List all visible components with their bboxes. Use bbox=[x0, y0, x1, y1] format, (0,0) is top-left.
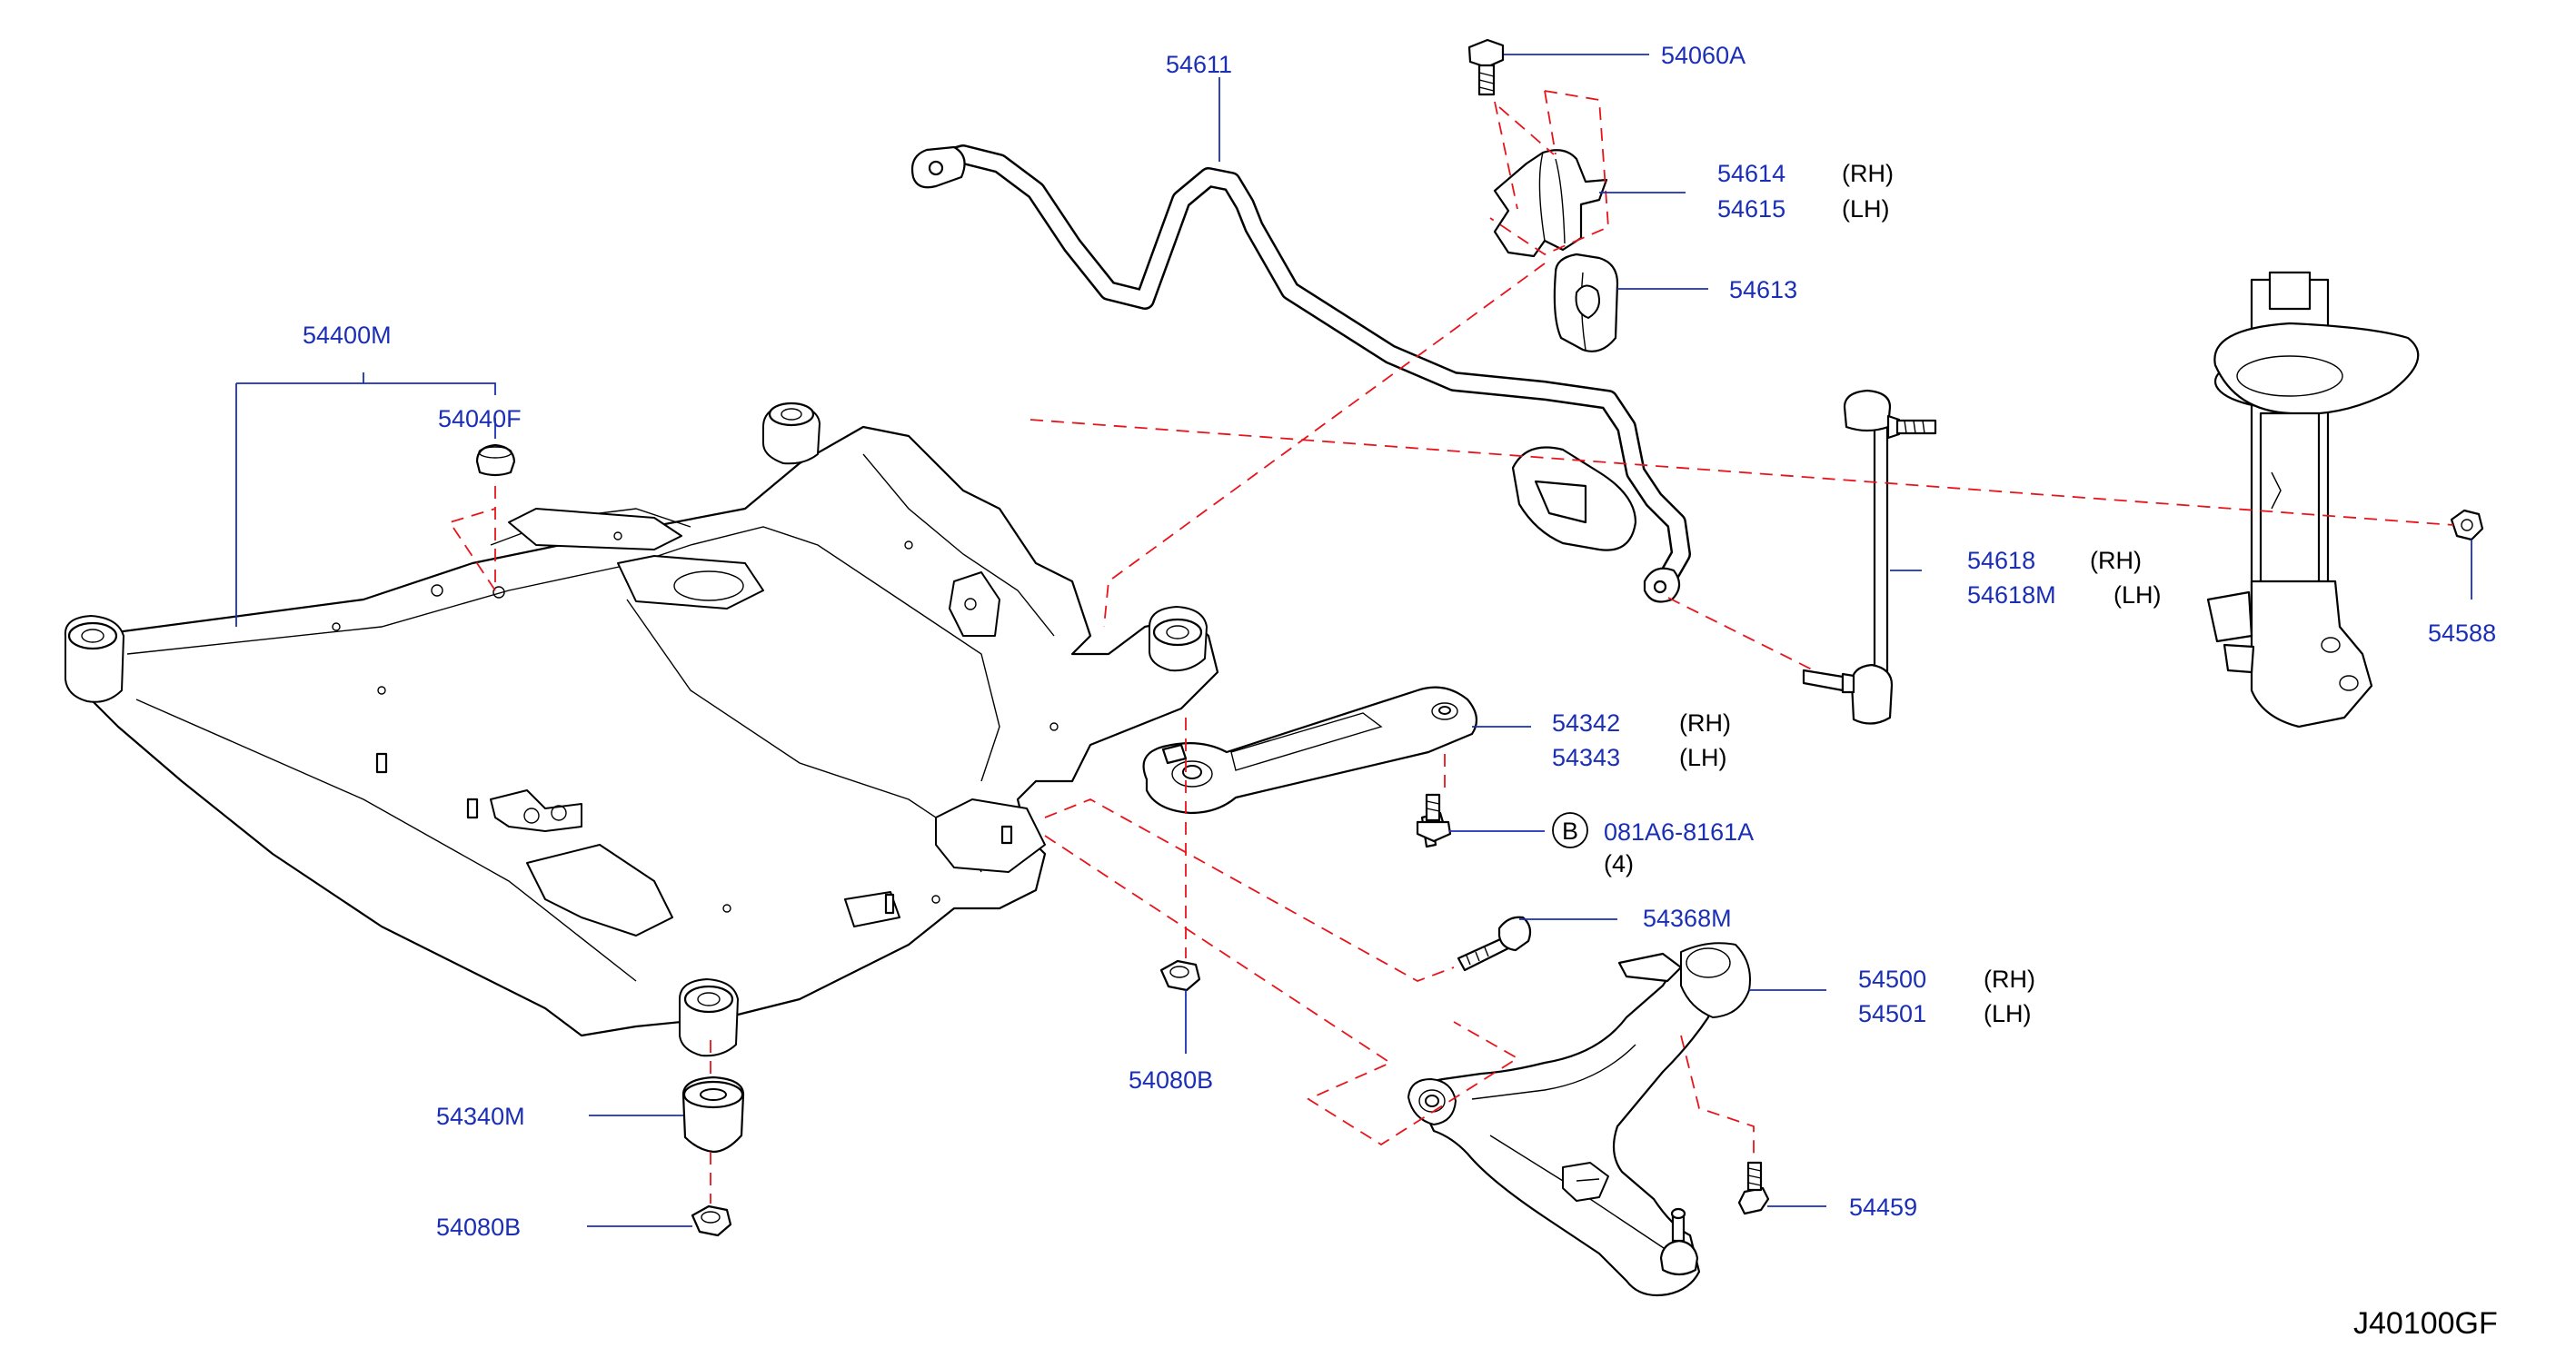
label-rod-lh-side: (LH) bbox=[2114, 581, 2162, 609]
connecting-rod-nut bbox=[2450, 509, 2484, 541]
label-lower-link-rh-side: (RH) bbox=[1984, 966, 2035, 993]
label-bracket-bolt: 54060A bbox=[1661, 42, 1746, 69]
part-labels: 54611 54060A 54614 (RH) 54615 (LH) 54613… bbox=[303, 42, 2498, 1341]
label-stay-lh: 54343 bbox=[1552, 744, 1620, 771]
label-stay-bolt-qty: (4) bbox=[1604, 850, 1634, 877]
label-center-nut: 54080B bbox=[1129, 1066, 1213, 1094]
label-crossmember: 54400M bbox=[303, 322, 392, 349]
stabilizer-bar bbox=[910, 144, 1691, 603]
assembly-lines bbox=[448, 90, 2454, 1204]
label-mount-nut: 54080B bbox=[436, 1214, 521, 1241]
stay bbox=[1142, 686, 1478, 815]
stay-bolt-marker-circle bbox=[1552, 812, 1588, 848]
lower-link bbox=[1407, 942, 1751, 1297]
label-bushing: 54613 bbox=[1729, 276, 1797, 303]
connecting-rod bbox=[1802, 389, 1937, 725]
label-rod-nut: 54588 bbox=[2428, 619, 2496, 647]
label-rod-rh: 54618 bbox=[1967, 547, 2035, 574]
strut-assembly bbox=[2206, 271, 2420, 729]
label-clamp-lh-side: (LH) bbox=[1842, 195, 1890, 223]
label-clamp-lh: 54615 bbox=[1717, 195, 1785, 223]
leader-lines bbox=[235, 54, 2472, 1227]
crossmember-plug bbox=[475, 443, 516, 477]
crossmember bbox=[64, 401, 1219, 1057]
center-nut bbox=[1159, 959, 1201, 992]
label-clamp-rh: 54614 bbox=[1717, 160, 1785, 187]
label-rod-lh: 54618M bbox=[1967, 581, 2056, 609]
label-rear-bolt: 54459 bbox=[1849, 1194, 1917, 1221]
diagram-code: J40100GF bbox=[2353, 1306, 2498, 1341]
label-plug: 54040F bbox=[438, 405, 522, 432]
stabilizer-clamp bbox=[1493, 149, 1608, 258]
bracket-bolt bbox=[1467, 38, 1505, 96]
link-bolt bbox=[1457, 916, 1532, 972]
stay-bolt bbox=[1416, 793, 1452, 848]
label-clamp-rh-side: (RH) bbox=[1842, 160, 1894, 187]
label-mount-insulator: 54340M bbox=[436, 1103, 525, 1130]
label-lower-link-lh: 54501 bbox=[1858, 1000, 1926, 1027]
label-link-bolt: 54368M bbox=[1643, 905, 1732, 932]
mount-insulator bbox=[681, 1075, 745, 1154]
label-stay-lh-side: (LH) bbox=[1679, 744, 1727, 771]
label-lower-link-rh: 54500 bbox=[1858, 966, 1926, 993]
mount-nut bbox=[691, 1204, 732, 1237]
label-stabilizer-bar: 54611 bbox=[1166, 51, 1232, 78]
link-rear-bolt bbox=[1737, 1161, 1770, 1215]
stabilizer-bushing bbox=[1553, 253, 1619, 352]
label-rod-rh-side: (RH) bbox=[2090, 547, 2142, 574]
label-lower-link-lh-side: (LH) bbox=[1984, 1000, 2032, 1027]
stay-bolt-marker: B bbox=[1562, 818, 1578, 845]
label-stay-bolt: 081A6-8161A bbox=[1604, 818, 1754, 846]
label-stay-rh: 54342 bbox=[1552, 709, 1620, 737]
label-stay-rh-side: (RH) bbox=[1679, 709, 1731, 737]
